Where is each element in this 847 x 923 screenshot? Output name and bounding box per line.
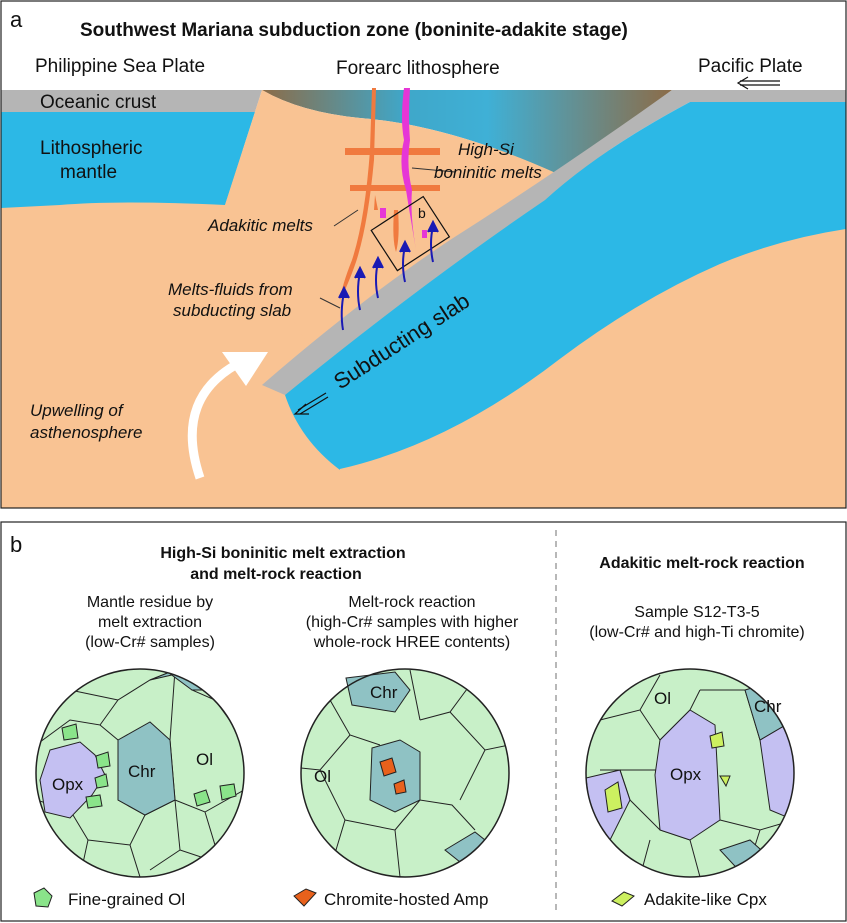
label-mantle: mantle xyxy=(60,162,117,183)
slab-motion-arrow xyxy=(293,392,329,415)
melt-fluid-arrows xyxy=(338,219,439,331)
label-adakitic-melts: Adakitic melts xyxy=(207,216,313,235)
c3-chr-label: Chr xyxy=(754,697,782,716)
thin-section-adakitic: Ol Chr Opx xyxy=(585,668,795,878)
circle2-caption-2: (high-Cr# samples with higher xyxy=(306,614,519,631)
c1-chr-label: Chr xyxy=(128,762,156,781)
circle1-caption-3: (low-Cr# samples) xyxy=(85,634,215,651)
upwelling-arrow xyxy=(187,355,247,480)
c1-opx-label: Opx xyxy=(52,775,84,794)
c1-chromite xyxy=(117,721,176,816)
label-upwelling: Upwelling of xyxy=(30,401,125,420)
legend-amp: Chromite-hosted Amp xyxy=(324,890,488,909)
c2-chromite-top xyxy=(345,671,411,713)
leader-lines xyxy=(319,167,456,309)
label-high-si: High-Si xyxy=(458,140,515,159)
c3-ol-label: Ol xyxy=(654,689,671,708)
c2-chromite-hosted-amp xyxy=(379,757,407,795)
label-melts-fluids: Melts-fluids from xyxy=(168,280,293,299)
label-boninitic-melts: boninitic melts xyxy=(434,163,542,182)
c2-ol-label: Ol xyxy=(314,767,331,786)
legend-fine-ol: Fine-grained Ol xyxy=(68,890,185,909)
legend-cpx-swatch xyxy=(611,891,635,907)
slab-base xyxy=(339,229,846,471)
forearc-lithosphere xyxy=(262,90,672,175)
c1-orthopyroxene xyxy=(39,741,106,819)
pacific-motion-arrow xyxy=(736,76,780,90)
c1-fine-grained-olivine xyxy=(61,723,237,809)
label-philippine-plate: Philippine Sea Plate xyxy=(35,56,205,77)
legend-cpx: Adakite-like Cpx xyxy=(644,890,767,909)
panel-a-letter: a xyxy=(10,7,23,32)
c3-adakite-cpx xyxy=(604,731,731,813)
lithospheric-mantle-left xyxy=(1,112,255,208)
adakitic-melt-veins xyxy=(340,88,440,300)
panel-a-title: Southwest Mariana subduction zone (bonin… xyxy=(80,20,628,41)
c2-chromite-center xyxy=(369,739,421,813)
c2-chr-label: Chr xyxy=(370,683,398,702)
circle1-caption-2: melt extraction xyxy=(98,614,202,631)
panel-b-letter: b xyxy=(10,532,22,557)
label-pacific-plate: Pacific Plate xyxy=(698,56,803,77)
label-forearc: Forearc lithosphere xyxy=(336,58,500,79)
mantle-wedge xyxy=(225,90,560,355)
label-oceanic-crust: Oceanic crust xyxy=(40,92,157,113)
upwelling-arrowhead xyxy=(222,352,268,386)
c3-opx-label: Opx xyxy=(670,765,702,784)
c3-orthopyroxene xyxy=(654,709,721,841)
subducting-crust xyxy=(262,90,846,395)
oceanic-crust-left xyxy=(1,90,262,112)
label-lithospheric: Lithospheric xyxy=(40,138,142,159)
legend-amp-swatch xyxy=(293,888,317,907)
inset-b-box xyxy=(370,195,451,272)
circle1-caption-1: Mantle residue by xyxy=(87,594,213,611)
circle3-caption-2: (low-Cr# and high-Ti chromite) xyxy=(589,624,804,641)
left-header-2: and melt-rock reaction xyxy=(190,566,362,583)
circle2-caption-3: whole-rock HREE contents) xyxy=(313,634,511,651)
c1-ol-label: Ol xyxy=(196,750,213,769)
panel-a-border xyxy=(0,0,847,509)
label-subducting-slab-source: subducting slab xyxy=(173,301,291,320)
inset-b-label: b xyxy=(418,205,426,221)
panel-a: a Southwest Mariana subduction zone (bon… xyxy=(0,0,847,509)
right-header: Adakitic melt-rock reaction xyxy=(599,555,804,572)
label-asthenosphere: asthenosphere xyxy=(30,423,142,442)
boninitic-melt-veins xyxy=(380,88,427,250)
legend: Fine-grained Ol Chromite-hosted Amp Adak… xyxy=(33,887,767,909)
circle3-caption-1: Sample S12-T3-5 xyxy=(634,604,759,621)
subducting-lithosphere xyxy=(285,102,846,470)
thin-section-residue: Opx Chr Ol xyxy=(35,668,245,878)
thin-section-melt-rock: Chr Ol xyxy=(300,668,510,878)
left-header-1: High-Si boninitic melt extraction xyxy=(160,545,405,562)
legend-fine-ol-swatch xyxy=(33,887,53,908)
circle2-caption-1: Melt-rock reaction xyxy=(348,594,475,611)
panel-b: b High-Si boninitic melt extraction and … xyxy=(0,521,847,922)
